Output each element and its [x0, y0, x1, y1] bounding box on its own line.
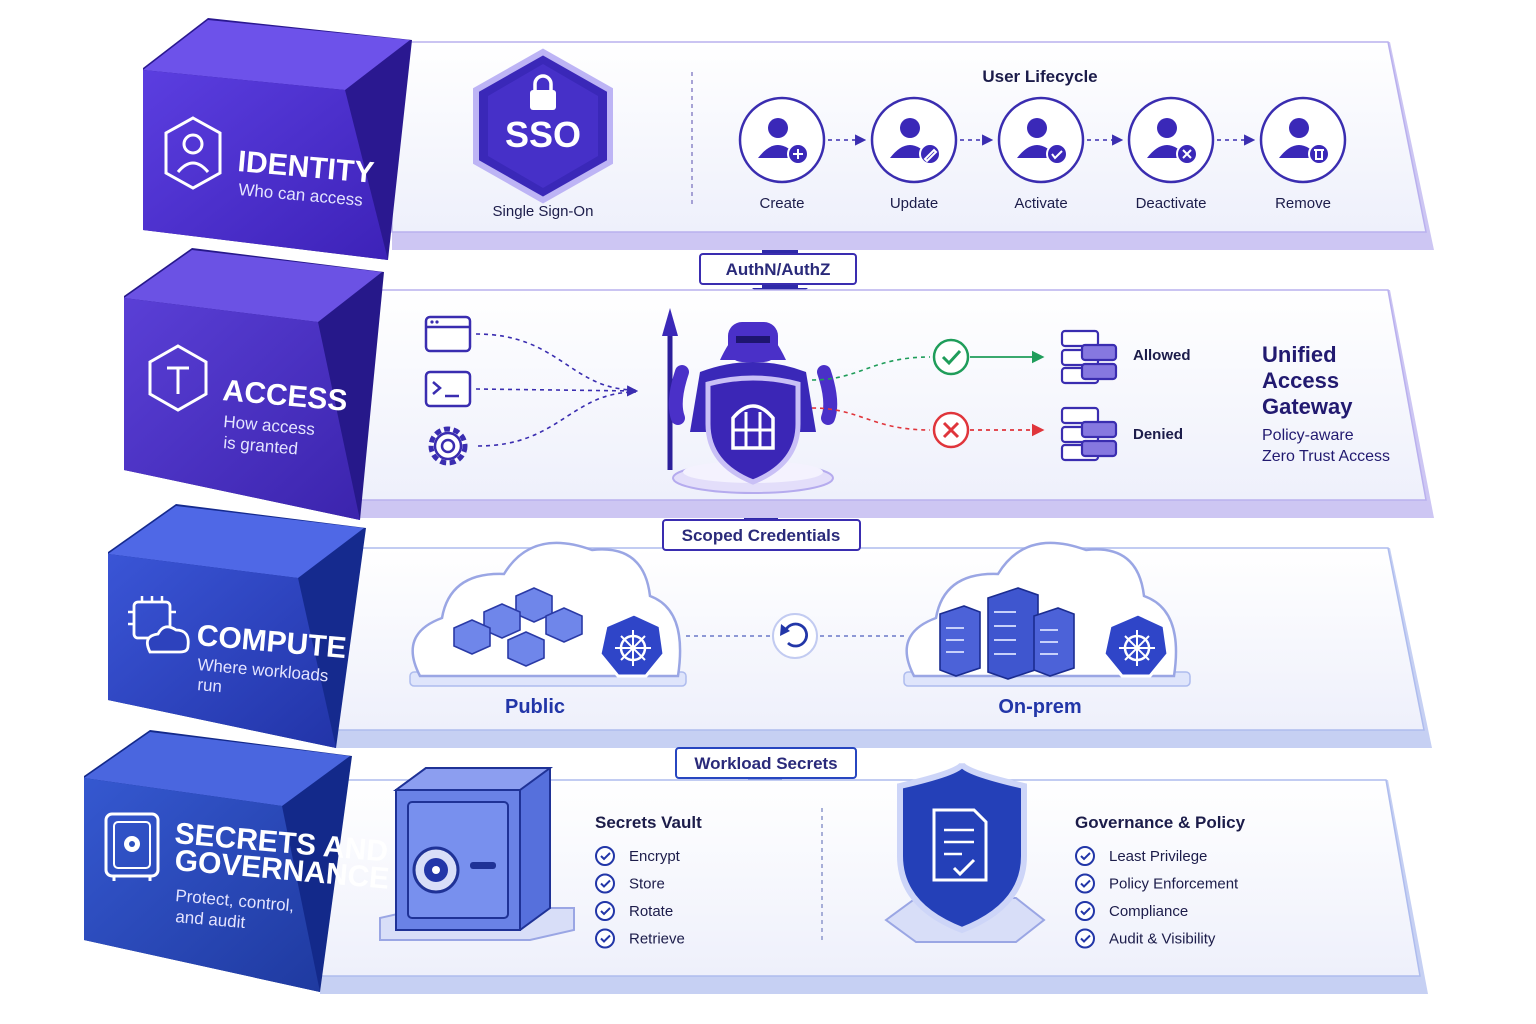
- secrets-layer: SECRETS AND GOVERNANCE Protect, control,…: [84, 730, 1428, 994]
- browser-window-icon: [424, 315, 472, 353]
- denied-server-icon: [1060, 406, 1118, 462]
- checklist-item: Rotate: [595, 901, 673, 921]
- gateway-title-2: Access: [1262, 368, 1339, 393]
- shield-t-icon: [148, 344, 208, 412]
- gateway-title-1: Unified: [1262, 342, 1337, 367]
- server-rack-icon: [939, 587, 1075, 680]
- lifecycle-step-label: Activate: [1014, 195, 1067, 212]
- lifecycle-step-label: Create: [759, 195, 804, 212]
- sso-badge-text: SSO: [505, 114, 581, 155]
- connector-scoped: Scoped Credentials: [662, 519, 861, 551]
- checklist-item-label: Policy Enforcement: [1109, 876, 1239, 893]
- identity-layer-icon: [164, 116, 222, 190]
- lifecycle-step: Create: [738, 96, 826, 212]
- check-circle-icon: [1075, 901, 1095, 921]
- checklist-item-label: Least Privilege: [1109, 848, 1207, 865]
- checklist-item-label: Retrieve: [629, 931, 685, 948]
- vault-title: Secrets Vault: [595, 813, 702, 832]
- checklist-item: Least Privilege: [1075, 846, 1207, 866]
- user-check-icon: [1017, 118, 1068, 165]
- lifecycle-step: Activate: [997, 96, 1085, 212]
- sso-badge: SSO: [473, 48, 613, 204]
- connector-authn-label: AuthN/AuthZ: [726, 260, 831, 279]
- lifecycle-step: Deactivate: [1127, 96, 1215, 212]
- policy-shield-icon: [884, 762, 1046, 943]
- onprem-cloud: [903, 541, 1191, 687]
- compute-subtitle-2: run: [197, 675, 223, 696]
- lifecycle-step: Remove: [1259, 96, 1347, 212]
- check-circle-icon: [1075, 873, 1095, 894]
- lifecycle-step-label: Update: [890, 195, 938, 212]
- access-layer: ACCESS How access is granted: [124, 248, 1434, 520]
- lifecycle-step: Update: [870, 96, 958, 212]
- lock-icon: [530, 74, 556, 110]
- checklist-item: Encrypt: [595, 846, 681, 866]
- checklist-item-label: Encrypt: [629, 848, 681, 865]
- allowed-server-icon: [1060, 329, 1118, 385]
- user-remove-icon: [1279, 118, 1330, 165]
- connector-secrets-label: Workload Secrets: [694, 754, 837, 773]
- denied-label: Denied: [1133, 426, 1183, 443]
- document-check-icon: [932, 808, 988, 882]
- sso-label: Single Sign-On: [493, 203, 594, 220]
- onprem-label: On-prem: [998, 696, 1081, 718]
- chip-cloud-icon: [128, 596, 190, 654]
- lifecycle-title: User Lifecycle: [982, 67, 1097, 86]
- sync-icon: [772, 613, 818, 659]
- checklist-item: Compliance: [1075, 901, 1188, 921]
- lifecycle-steps: Create Update Activate Deactivate Remove: [738, 96, 1347, 212]
- kubernetes-icon: [1102, 612, 1170, 678]
- check-circle-icon: [595, 901, 615, 921]
- connector-scoped-label: Scoped Credentials: [682, 526, 841, 545]
- public-label: Public: [505, 696, 565, 718]
- allowed-check-icon: [932, 338, 970, 376]
- checklist-item: Audit & Visibility: [1075, 928, 1216, 949]
- checklist-item-label: Compliance: [1109, 903, 1188, 920]
- public-cloud: [409, 541, 687, 687]
- terminal-icon: [424, 370, 472, 408]
- compute-layer: COMPUTE Where workloads run Public: [108, 504, 1432, 748]
- check-circle-icon: [1075, 846, 1095, 866]
- knight-gatekeeper-icon: [662, 308, 838, 494]
- gov-title: Governance & Policy: [1075, 813, 1246, 832]
- safe-icon: [104, 812, 160, 881]
- check-circle-icon: [595, 873, 615, 894]
- check-circle-icon: [1075, 928, 1095, 949]
- gateway-sub-1: Policy-aware: [1262, 427, 1354, 444]
- connector-authn: AuthN/AuthZ: [699, 253, 857, 285]
- checklist-item-label: Store: [629, 876, 665, 893]
- checklist-item: Retrieve: [595, 928, 685, 949]
- kubernetes-icon: [598, 612, 666, 678]
- checklist-item-label: Audit & Visibility: [1109, 931, 1216, 948]
- check-circle-icon: [595, 846, 615, 866]
- gateway-title-3: Gateway: [1262, 394, 1353, 419]
- allowed-label: Allowed: [1133, 347, 1191, 364]
- identity-layer: IDENTITY Who can access SSO Single Sign-…: [143, 18, 1434, 260]
- checklist-item: Store: [595, 873, 665, 894]
- vault-safe-icon: [379, 767, 575, 941]
- connector-secrets: Workload Secrets: [675, 747, 857, 779]
- checklist-item-label: Rotate: [629, 903, 673, 920]
- gateway-sub-2: Zero Trust Access: [1262, 448, 1390, 465]
- lifecycle-step-label: Deactivate: [1136, 195, 1207, 212]
- user-edit-icon: [890, 118, 941, 165]
- user-deactivate-icon: [1147, 118, 1198, 165]
- checklist-item: Policy Enforcement: [1075, 873, 1239, 894]
- lifecycle-step-label: Remove: [1275, 195, 1331, 212]
- check-circle-icon: [595, 928, 615, 949]
- user-add-icon: [758, 118, 809, 165]
- gear-icon: [428, 426, 468, 466]
